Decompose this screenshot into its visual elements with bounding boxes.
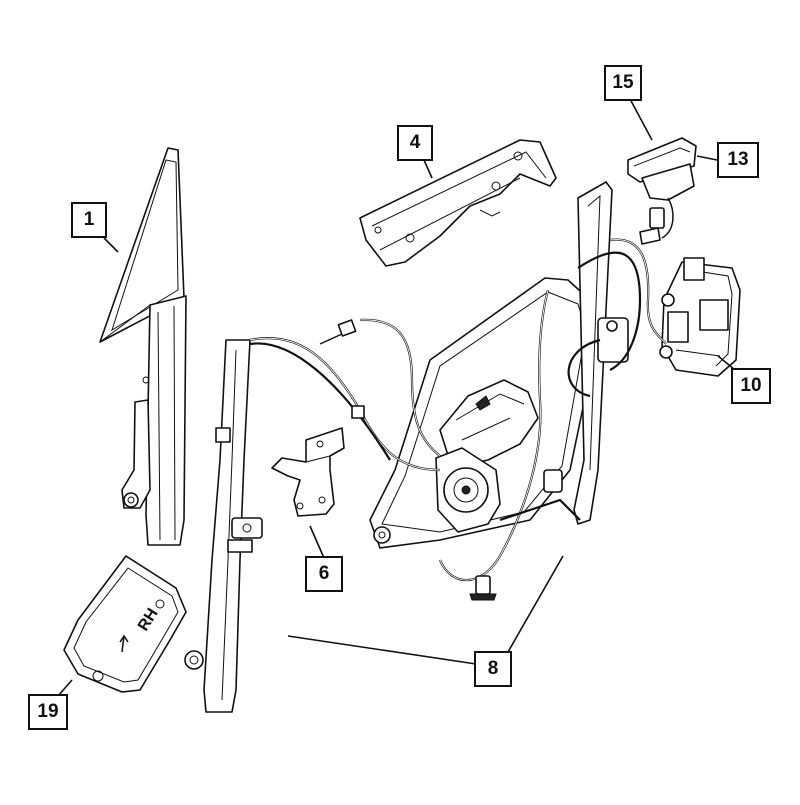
part-4-bracket xyxy=(359,139,557,267)
part-15-handle xyxy=(627,137,697,245)
callout-4: 4 xyxy=(397,125,433,161)
leader-6 xyxy=(309,525,325,559)
leader-13 xyxy=(696,155,718,161)
callout-8: 8 xyxy=(474,651,512,687)
callout-1: 1 xyxy=(71,202,107,238)
callout-6: 6 xyxy=(305,556,343,592)
part-19-cover: RH xyxy=(63,555,187,693)
callout-19: 19 xyxy=(28,694,68,730)
part-6-bracket xyxy=(271,427,345,517)
leader-4 xyxy=(423,159,433,179)
leader-lines xyxy=(57,98,741,697)
part-10-door-latch xyxy=(659,257,741,377)
part-8-window-regulator xyxy=(184,181,667,713)
callout-13: 13 xyxy=(717,142,759,178)
leader-8a xyxy=(287,635,477,665)
leader-19 xyxy=(57,679,73,697)
callout-15: 15 xyxy=(604,65,642,101)
leader-8b xyxy=(507,555,564,653)
leader-15 xyxy=(629,98,653,141)
part-1-vent-glass-channel xyxy=(99,147,187,546)
callout-10: 10 xyxy=(731,368,771,404)
leader-1 xyxy=(103,237,119,253)
